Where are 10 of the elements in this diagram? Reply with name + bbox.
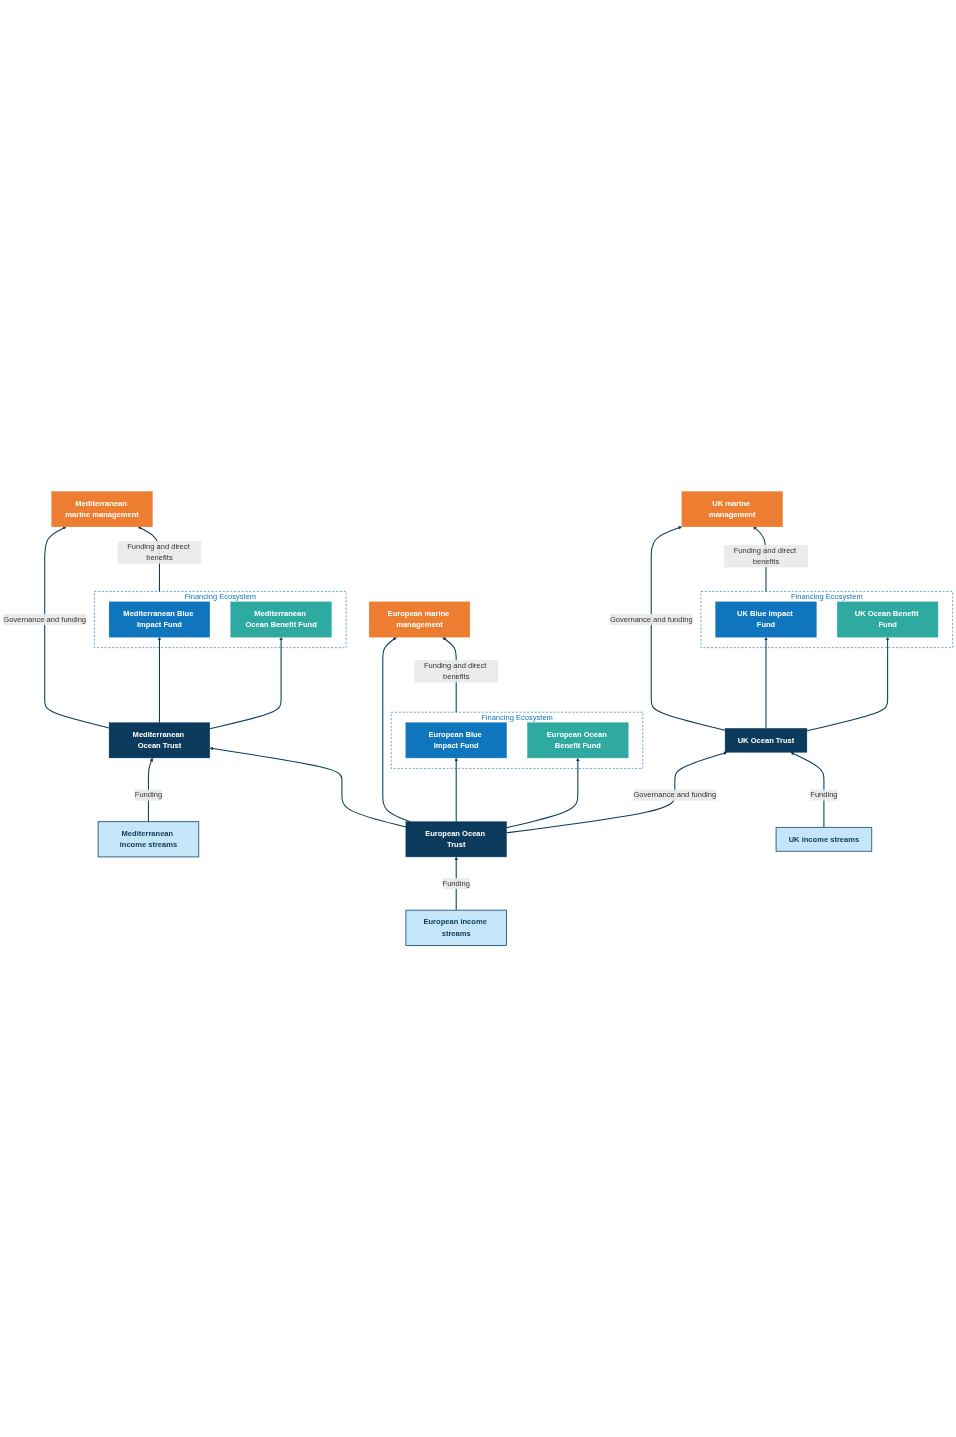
- arrow: [764, 636, 768, 729]
- arrow: [506, 757, 580, 829]
- arrow: [209, 636, 283, 730]
- arrow: [806, 636, 890, 732]
- arrow: [44, 526, 110, 729]
- arrow: [209, 746, 407, 828]
- arrow: [454, 757, 459, 823]
- arrow: [790, 752, 825, 828]
- arrow: [650, 526, 726, 731]
- arrow: [157, 636, 162, 724]
